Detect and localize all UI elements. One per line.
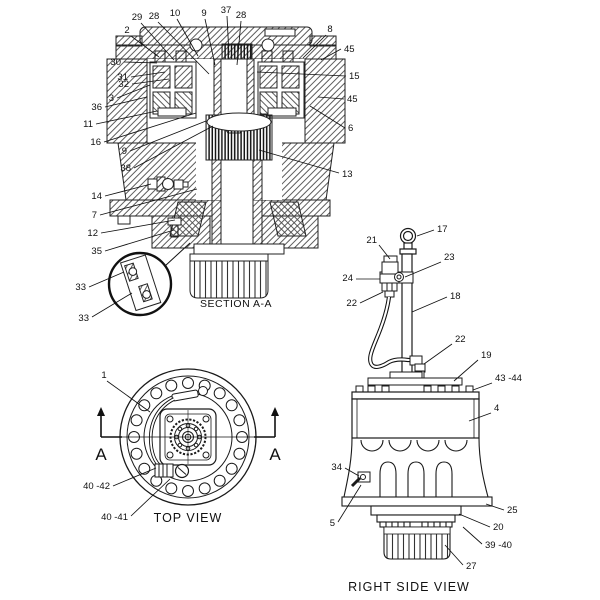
callout-label: 9 [201, 8, 206, 19]
lift-eye-and-tube [399, 227, 417, 379]
callout-label: 37 [221, 5, 232, 16]
callout-label: 43 -44 [495, 373, 522, 384]
planet-carrier-right [257, 50, 305, 119]
callout-label: 25 [507, 505, 518, 516]
side-callout-labels: 17 21 23 24 22 18 22 19 43 -44 4 34 5 25… [330, 224, 522, 572]
section-marker-left: A [95, 445, 107, 464]
callout-label: 1 [101, 370, 106, 381]
callout-label: 12 [87, 228, 98, 239]
right-side-view-title: RIGHT SIDE VIEW [348, 580, 470, 594]
output-shaft-column [169, 159, 307, 299]
callout-label: 39 -40 [485, 540, 512, 551]
section-view: 2 29 28 10 9 37 28 8 30 31 32 3 36 11 16… [75, 5, 359, 324]
right-side-view: 17 21 23 24 22 18 22 19 43 -44 4 34 5 25… [330, 224, 522, 594]
section-callout-labels: 2 29 28 10 9 37 28 8 30 31 32 3 36 11 16… [75, 5, 359, 324]
callout-label: 27 [466, 561, 477, 572]
planet-carrier-left [149, 50, 197, 119]
callout-label: 31 [117, 72, 128, 83]
mounting-flange [341, 496, 493, 528]
callout-label: 3 [109, 93, 114, 104]
breather-fitting [147, 176, 189, 192]
top-leader-lines [106, 380, 171, 517]
output-gear [205, 112, 273, 161]
callout-label: 40 -42 [83, 481, 110, 492]
section-leader-lines [88, 15, 347, 318]
section-cut-markers [97, 407, 279, 464]
callout-label: 7 [92, 210, 97, 221]
detail-circle-inset [107, 242, 191, 317]
callout-label: 24 [342, 273, 353, 284]
cavity-edges [146, 59, 306, 144]
callout-label: 33 [75, 282, 86, 293]
callout-label: 2 [124, 25, 129, 36]
section-marker-right: A [269, 445, 281, 464]
callout-label: 30 [110, 57, 121, 68]
callout-label: 15 [349, 71, 360, 82]
callout-label: 20 [493, 522, 504, 533]
top-view: A A 1 40 -42 40 -41 TOP VIEW [83, 368, 281, 525]
callout-label: 36 [91, 102, 102, 113]
callout-label: 45 [344, 44, 355, 55]
callout-label: 35 [91, 246, 102, 257]
cover-plate [367, 371, 463, 386]
callout-label: 32 [118, 79, 129, 90]
section-view-title: SECTION A-A [200, 298, 272, 310]
flange-bolt [117, 215, 182, 238]
top-view-title: TOP VIEW [154, 511, 223, 525]
callout-label: 17 [437, 224, 448, 235]
callout-label: 22 [346, 298, 357, 309]
callout-label: 40 -41 [101, 512, 128, 523]
callout-label: 5 [330, 518, 335, 529]
grease-fitting-block [154, 463, 190, 479]
callout-label: 28 [149, 11, 160, 22]
flange-bolt-holes [128, 377, 248, 497]
callout-label: 23 [444, 252, 455, 263]
callout-label: 11 [83, 119, 93, 130]
housing-body [351, 385, 480, 439]
callout-label: 45 [347, 94, 358, 105]
callout-label: 6 [348, 123, 353, 134]
callout-label: 29 [132, 12, 143, 23]
callout-label: 34 [331, 462, 342, 473]
callout-label: 4 [494, 403, 499, 414]
callout-label: 19 [481, 350, 492, 361]
callout-label: 18 [450, 291, 461, 302]
grease-hose-side [368, 296, 426, 379]
callout-label: 10 [170, 8, 181, 19]
callout-label: 22 [455, 334, 466, 345]
output-pinion [383, 526, 451, 560]
callout-label: 13 [342, 169, 353, 180]
top-callout-labels: 1 40 -42 40 -41 [83, 370, 128, 523]
grease-valve-assembly [379, 255, 414, 298]
callout-label: 14 [91, 191, 102, 202]
scalloped-base [343, 437, 489, 498]
callout-label: 28 [236, 10, 247, 21]
side-leader-lines [337, 229, 505, 566]
callout-label: 21 [366, 235, 377, 246]
side-grease-fitting [350, 471, 371, 488]
callout-label: 8 [327, 24, 332, 35]
callout-label: 38 [120, 163, 131, 174]
callout-label: 9 [122, 146, 127, 157]
callout-label: 33 [78, 313, 89, 324]
callout-label: 16 [90, 137, 101, 148]
